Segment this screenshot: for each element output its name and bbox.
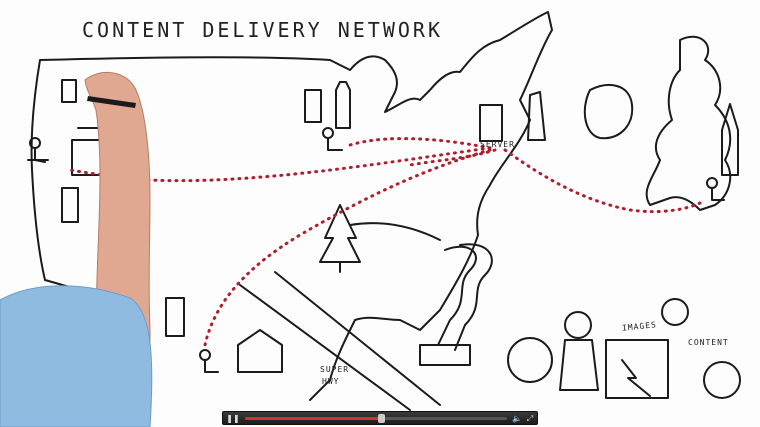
sleeve [0,285,153,427]
person-midwest [322,127,334,139]
ireland-outline [583,84,634,140]
route-midwest [348,137,492,150]
server-label: SERVER [480,140,515,149]
route-south [203,148,492,347]
bald-man [703,361,741,399]
progress-handle[interactable] [378,414,386,423]
highway-sign-line2: HWY [322,377,340,386]
chicago-tower [335,81,351,129]
building-midwest [304,89,322,123]
speaker-icon[interactable]: 🔈 [512,414,522,423]
pine-tree [319,204,361,273]
route-server-line [408,148,497,167]
hill-line [349,222,441,241]
man-suit [564,311,592,339]
person-south [199,349,211,361]
server-rack [479,104,503,142]
big-ben [721,103,739,176]
statue-of-liberty [527,91,546,141]
building-south [165,297,185,337]
route-uk [503,148,702,214]
super-highway [239,271,441,411]
video-controls: ❚❚ 🔈 ⤢ [222,411,538,425]
page-title: CONTENT DELIVERY NETWORK [82,18,443,42]
person-uk [706,177,718,189]
fullscreen-icon[interactable]: ⤢ [526,414,534,423]
building-west [61,187,79,223]
marker-pen [87,96,136,108]
progress-fill [245,417,382,420]
progress-track[interactable] [245,414,507,423]
content-label: CONTENT [688,338,729,347]
computer-monitor [605,339,669,399]
us-map-outline [30,11,553,401]
uk-outline [645,35,732,211]
pause-icon[interactable]: ❚❚ [226,414,240,423]
curly-person [507,337,553,383]
winding-road [437,243,493,351]
building-nw [61,79,77,103]
highway-sign-line1: SUPER [320,365,350,374]
glasses-man [661,298,689,326]
road-block [419,344,471,366]
school-building [237,329,283,373]
